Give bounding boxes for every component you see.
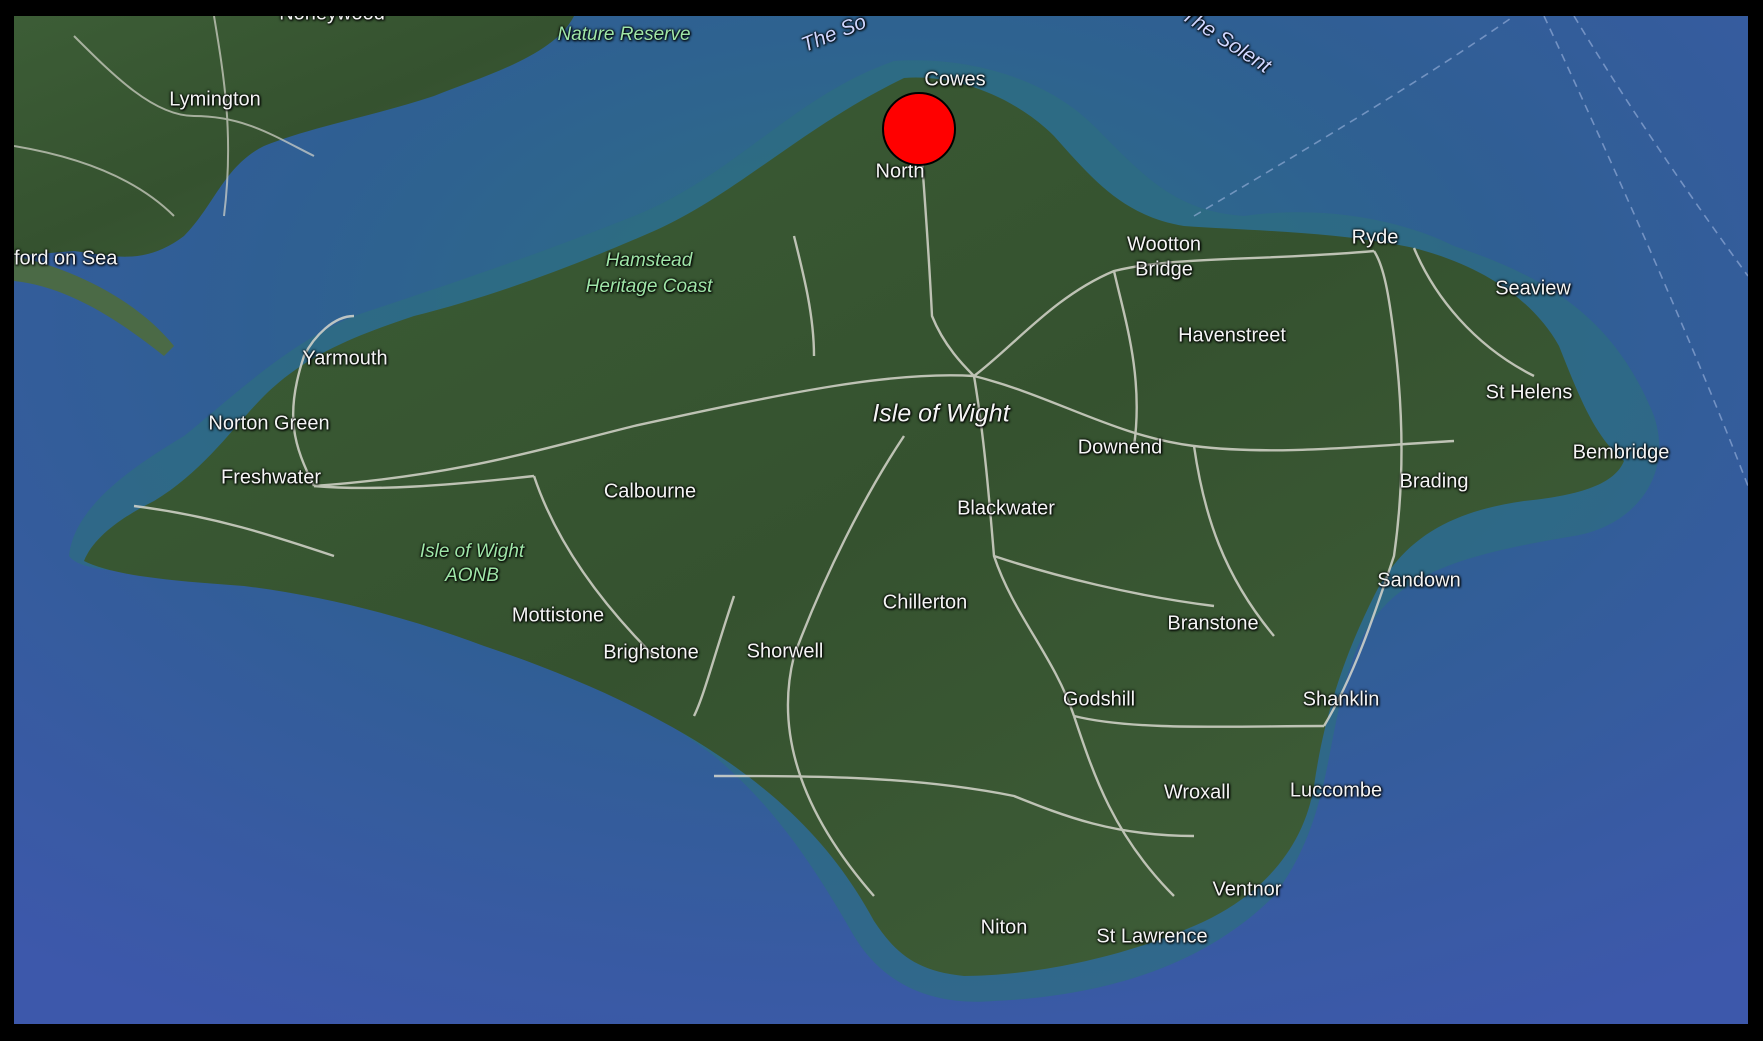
label-cowes: Cowes bbox=[924, 68, 986, 91]
mainland bbox=[14, 16, 574, 257]
label-yarmouth: Yarmouth bbox=[302, 347, 388, 370]
label-brading: Brading bbox=[1399, 470, 1469, 493]
label-godshill: Godshill bbox=[1062, 688, 1136, 711]
label-downend: Downend bbox=[1077, 436, 1163, 459]
label-chillerton: Chillerton bbox=[882, 591, 968, 614]
shipping-lanes bbox=[1193, 16, 1748, 487]
label-calbourne: Calbourne bbox=[603, 480, 697, 503]
label-blackwater: Blackwater bbox=[957, 497, 1055, 520]
label-nature-reserve: Nature Reserve bbox=[557, 24, 691, 45]
label-aonb-name: Isle of Wight bbox=[419, 541, 525, 562]
island bbox=[84, 77, 1624, 976]
label-wootton: Wootton bbox=[1126, 233, 1202, 256]
location-marker[interactable] bbox=[882, 92, 956, 166]
label-seaview: Seaview bbox=[1495, 277, 1571, 300]
label-hamstead: Hamstead bbox=[605, 250, 693, 271]
label-luccombe: Luccombe bbox=[1289, 779, 1383, 802]
label-northwood: North bbox=[875, 160, 925, 183]
label-shorwell: Shorwell bbox=[746, 640, 824, 663]
mainland-roads bbox=[14, 16, 315, 217]
label-ryde: Ryde bbox=[1351, 226, 1399, 249]
label-bembridge: Bembridge bbox=[1572, 441, 1670, 464]
label-freshwater: Freshwater bbox=[220, 466, 322, 489]
label-mottistone: Mottistone bbox=[511, 604, 605, 627]
roads bbox=[133, 120, 1535, 897]
label-st-helens: St Helens bbox=[1485, 381, 1573, 404]
map-view[interactable]: Noneywood Nature Reserve The So The Sole… bbox=[14, 16, 1748, 1024]
label-wroxall: Wroxall bbox=[1163, 781, 1231, 804]
label-lymington: Lymington bbox=[169, 88, 261, 111]
hurst-spit bbox=[14, 256, 174, 356]
label-branstone: Branstone bbox=[1167, 612, 1259, 635]
label-brighstone: Brighstone bbox=[603, 641, 699, 664]
label-ventnor: Ventnor bbox=[1212, 878, 1282, 901]
map-canvas bbox=[14, 16, 1748, 1024]
label-aonb: AONB bbox=[445, 565, 499, 586]
label-niton: Niton bbox=[980, 916, 1028, 939]
label-heritage-coast: Heritage Coast bbox=[585, 276, 713, 297]
label-havenstreet: Havenstreet bbox=[1178, 324, 1286, 347]
label-honeywood: Noneywood bbox=[279, 16, 385, 26]
label-sandown: Sandown bbox=[1377, 569, 1461, 592]
label-milford-on-sea: ford on Sea bbox=[14, 247, 118, 270]
label-st-lawrence: St Lawrence bbox=[1096, 925, 1208, 948]
label-bridge: Bridge bbox=[1135, 258, 1193, 281]
label-isle-of-wight: Isle of Wight bbox=[872, 399, 1010, 428]
label-shanklin: Shanklin bbox=[1302, 688, 1380, 711]
label-norton-green: Norton Green bbox=[208, 412, 330, 435]
